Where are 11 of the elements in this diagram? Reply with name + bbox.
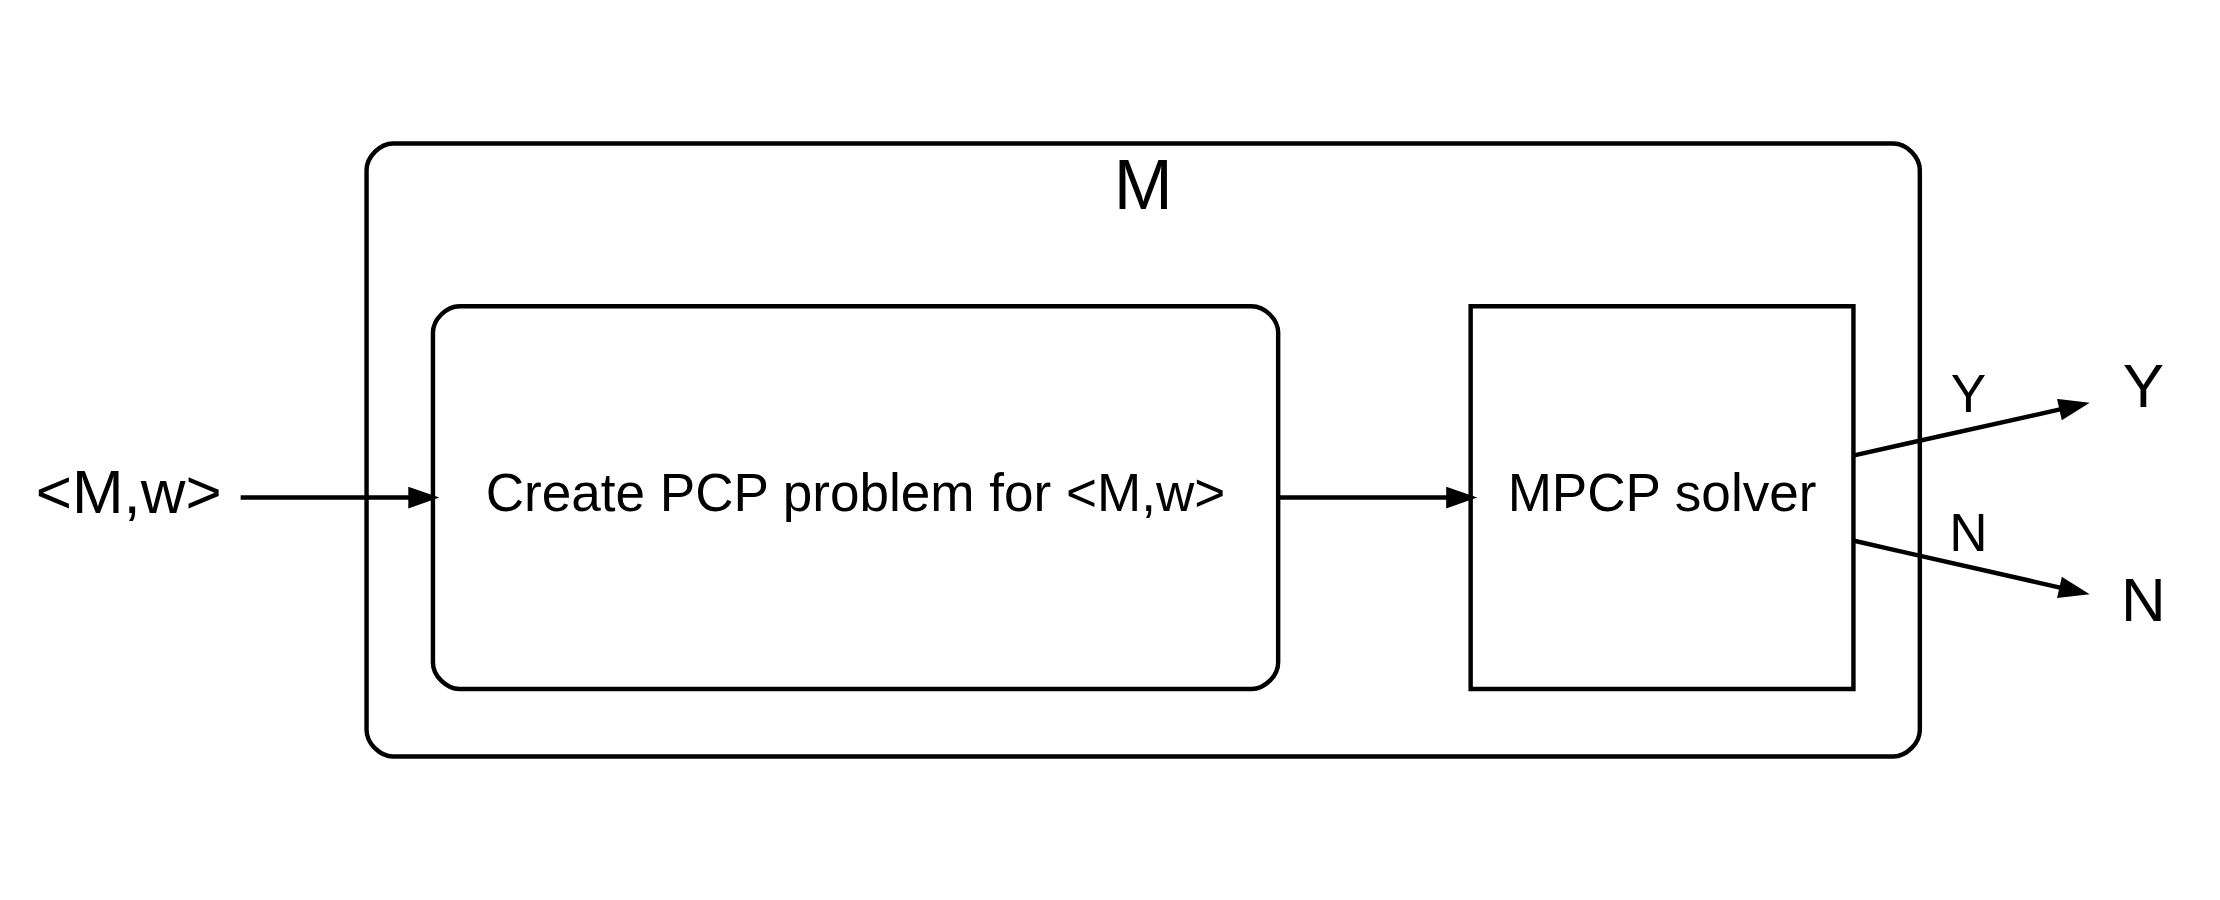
node-text: Y	[2122, 350, 2164, 420]
edge-label: Y	[1950, 363, 1987, 423]
edge-label: N	[1949, 503, 1988, 563]
node-box: MPCP solver	[1468, 303, 1856, 692]
node-text: <M,w>	[35, 456, 222, 526]
node-text: N	[2120, 565, 2166, 635]
arrow	[1853, 398, 2090, 458]
arrow	[1853, 538, 2090, 599]
node-box: Create PCP problem for <M,w>	[430, 303, 1281, 692]
arrow	[240, 486, 440, 509]
arrow	[1278, 486, 1478, 509]
